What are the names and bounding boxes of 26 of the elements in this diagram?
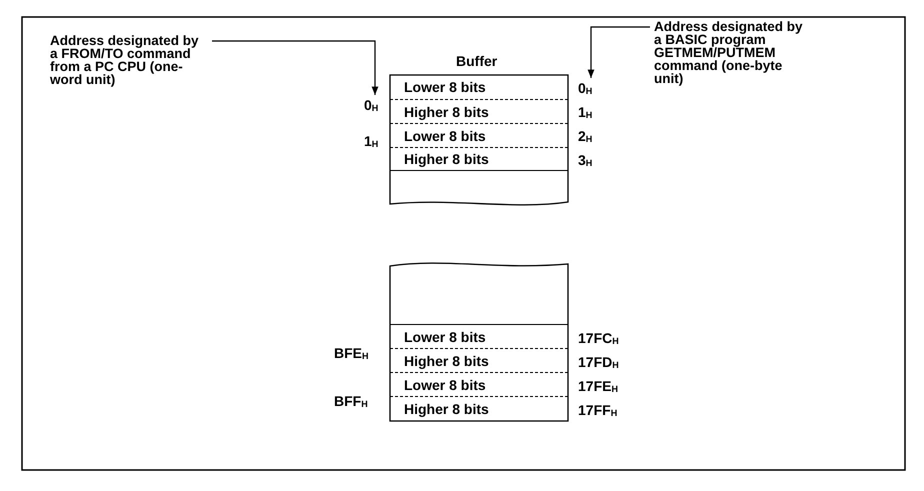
address-label: BFE$_{H}$ [334,345,368,361]
buffer-cell: Higher 8 bits [390,396,568,420]
callout-text: Address designated by a BASIC program GETMEM/PUTMEM command (one-byte unit) [654,20,812,85]
address-label: 17FE$_{H}$ [578,378,618,394]
buffer-cell: Higher 8 bits [390,147,568,171]
buffer-cell: Lower 8 bits [390,324,568,348]
buffer-cell: Lower 8 bits [390,372,568,396]
address-label: 0$_{H}$ [578,80,604,96]
buffer-cell: Higher 8 bits [390,99,568,123]
address-label: 1$_{H}$ [578,104,592,120]
address-label: 17FF$_{H}$ [578,402,618,418]
buffer-cell: Higher 8 bits [390,348,568,372]
address-label: 2$_{H}$ [578,128,592,144]
callout-text: Address designated by a FROM/TO command from a PC CPU (one-word unit) [50,34,208,86]
buffer-cell: Lower 8 bits [390,123,568,147]
address-label: 17FD$_{H}$ [578,354,619,370]
buffer-title: Buffer [456,53,498,69]
address-label: 3$_{H}$ [578,152,592,168]
address-label: 17FC$_{H}$ [578,330,619,346]
leader-arrow [212,40,378,95]
address-label: BFF$_{H}$ [334,393,368,409]
address-label: 1$_{H}$ [364,133,378,149]
leader-arrow [588,26,650,78]
address-label: 0$_{H}$ [364,97,386,113]
buffer-block [390,260,568,421]
buffer-cell: Lower 8 bits [390,75,568,99]
